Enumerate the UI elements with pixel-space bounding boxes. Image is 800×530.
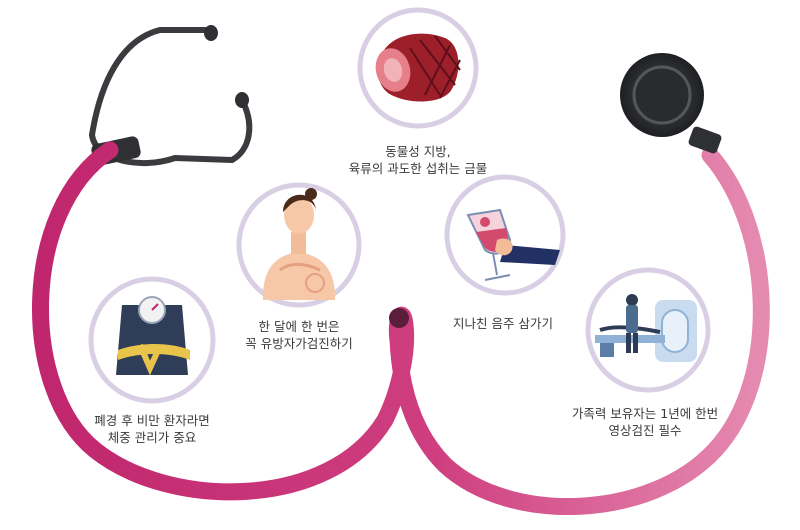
circle-meat [357, 7, 479, 129]
caption-self-exam-line-2: 꼭 유방자가검진하기 [245, 336, 353, 351]
caption-screening-line-2: 영상검진 필수 [608, 423, 682, 438]
mri-scanner-icon [595, 294, 697, 362]
wine-glass-icon [466, 208, 560, 281]
caption-meat-line-2: 육류의 과도한 섭취는 금물 [348, 161, 488, 176]
caption-self-exam-line-1: 한 달에 한 번은 [258, 319, 340, 334]
circle-weight [88, 276, 216, 404]
caption-meat: 동물성 지방, 육류의 과도한 섭취는 금물 [318, 143, 518, 177]
caption-screening: 가족력 보유자는 1년에 한번 영상검진 필수 [540, 405, 750, 439]
stethoscope-chestpiece-icon [620, 53, 722, 154]
caption-drinking-line-1: 지나친 음주 삼가기 [453, 316, 553, 331]
caption-self-exam: 한 달에 한 번은 꼭 유방자가검진하기 [214, 318, 384, 352]
caption-screening-line-1: 가족력 보유자는 1년에 한번 [571, 406, 719, 421]
circle-self-exam [236, 182, 362, 308]
caption-weight-line-2: 체중 관리가 중요 [107, 430, 197, 445]
self-exam-woman-icon [262, 188, 336, 300]
scale-tape-icon [116, 296, 190, 376]
caption-meat-line-1: 동물성 지방, [385, 144, 451, 159]
circle-screening [585, 267, 711, 393]
caption-weight: 폐경 후 비만 환자라면 체중 관리가 중요 [62, 412, 242, 446]
caption-drinking: 지나친 음주 삼가기 [428, 315, 578, 332]
caption-weight-line-1: 폐경 후 비만 환자라면 [94, 413, 210, 428]
meat-icon [375, 33, 461, 102]
stethoscope-tube [32, 141, 770, 516]
circle-drinking [444, 174, 566, 296]
